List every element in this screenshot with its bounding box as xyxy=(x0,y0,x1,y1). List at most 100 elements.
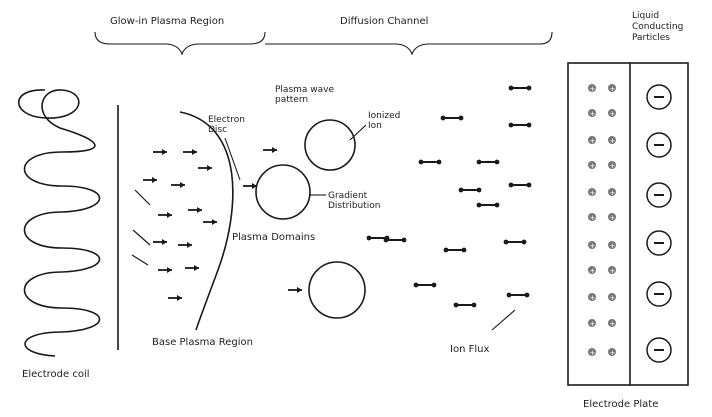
flux-arrow-head xyxy=(471,302,477,308)
flux-arrow-head xyxy=(436,159,442,165)
label-electrode-coil: Electrode coil xyxy=(22,369,90,380)
leader-arrow xyxy=(132,229,151,246)
label-ion-domains-1: Ionized xyxy=(368,111,400,121)
charge-dot xyxy=(588,188,596,196)
label-plasma-wave: Plasma wave pattern xyxy=(275,85,337,105)
coil-arrow-head xyxy=(167,212,172,218)
label-ion-domains: Ionized Ion xyxy=(368,111,403,131)
coil-arrow-head xyxy=(212,219,217,225)
flux-arrow-head xyxy=(401,237,407,243)
label-shock-zone-1: Gradient xyxy=(328,191,368,201)
charge-dot-sign: + xyxy=(590,137,596,145)
pointer-ion-flux xyxy=(491,309,516,331)
charge-dot-sign: + xyxy=(610,85,616,93)
coil-arrow-head xyxy=(194,265,199,271)
flux-arrow-head xyxy=(453,302,459,308)
coil-arrow-head xyxy=(187,242,192,248)
flux-arrow-head xyxy=(524,292,530,298)
charge-dot-sign: + xyxy=(610,242,616,250)
leader-arrow xyxy=(134,189,151,206)
label-electrode-plate: Electrode Plate xyxy=(583,399,658,410)
charge-dot-sign: + xyxy=(610,189,616,197)
coil-arrow-head xyxy=(152,177,157,183)
charge-dot xyxy=(588,319,596,327)
label-ion-domains-2: Ion xyxy=(368,121,382,131)
charge-dot-sign: + xyxy=(590,162,596,170)
plasma-disc-lower xyxy=(308,261,366,319)
flux-arrow-head xyxy=(526,85,532,91)
label-glow-zone: Glow-in Plasma Region xyxy=(110,16,224,27)
flux-arrow-head xyxy=(413,282,419,288)
charge-dot-sign: + xyxy=(590,320,596,328)
charge-dot xyxy=(588,161,596,169)
charge-dot xyxy=(608,136,616,144)
flux-arrow-head xyxy=(508,122,514,128)
charge-dot-sign: + xyxy=(590,267,596,275)
charge-dot xyxy=(588,266,596,274)
flux-arrow-head xyxy=(443,247,449,253)
charge-dot xyxy=(608,348,616,356)
coil-arrow-head xyxy=(162,239,167,245)
ion-circle xyxy=(646,182,672,208)
flux-arrow-head xyxy=(503,239,509,245)
charge-dot xyxy=(588,293,596,301)
ion-circle xyxy=(646,84,672,110)
ion-circle xyxy=(646,281,672,307)
label-shock-zone-2: Distribution xyxy=(328,201,381,211)
flux-arrow-head xyxy=(476,202,482,208)
flux-arrow-head xyxy=(506,292,512,298)
ion-circle xyxy=(646,230,672,256)
coil-arrow-head xyxy=(177,295,182,301)
flux-arrow-head xyxy=(476,187,482,193)
flux-arrow-head xyxy=(458,115,464,121)
brace-glow-zone xyxy=(94,31,266,56)
ion-column xyxy=(646,84,672,363)
charge-dot-sign: + xyxy=(610,214,616,222)
charge-dot-sign: + xyxy=(590,294,596,302)
flux-arrow-head xyxy=(476,159,482,165)
label-ionic-box-1: Liquid xyxy=(632,11,659,21)
label-plasma-wave-2: pattern xyxy=(275,95,308,105)
coil-arrow-head xyxy=(207,165,212,171)
flux-arrow-head xyxy=(494,159,500,165)
label-electron-disc-1: Electron xyxy=(208,115,245,125)
flux-arrow-head xyxy=(508,182,514,188)
charge-dot-sign: + xyxy=(610,267,616,275)
coil-arrow-head xyxy=(252,183,257,189)
coil-arrow-head xyxy=(272,147,277,153)
charge-dot xyxy=(608,266,616,274)
label-base-plasma: Base Plasma Region xyxy=(152,337,253,348)
flux-arrow-head xyxy=(494,202,500,208)
label-shock-zone: Gradient Distribution xyxy=(328,191,381,211)
charge-dot-sign: + xyxy=(610,110,616,118)
flux-arrows xyxy=(366,85,532,308)
label-ion-flux: Ion Flux xyxy=(450,344,489,355)
charge-dot xyxy=(588,84,596,92)
flux-arrow-head xyxy=(526,182,532,188)
charge-dot xyxy=(608,188,616,196)
charge-dot-sign: + xyxy=(610,162,616,170)
pointer-electron-disc xyxy=(224,137,241,181)
flux-arrow-head xyxy=(440,115,446,121)
electrode-plate xyxy=(567,62,689,386)
charge-dot xyxy=(588,136,596,144)
charge-dot-sign: + xyxy=(610,349,616,357)
charge-dot xyxy=(608,109,616,117)
flux-arrow-head xyxy=(521,239,527,245)
charge-dot xyxy=(588,109,596,117)
ion-circle xyxy=(646,132,672,158)
flux-arrow-head xyxy=(526,122,532,128)
ion-circle xyxy=(646,337,672,363)
plasma-disc-middle xyxy=(255,164,311,220)
plasma-disc-upper xyxy=(304,119,356,171)
coil-arrow-head xyxy=(192,149,197,155)
coil-arrow-head xyxy=(167,267,172,273)
charge-dot xyxy=(588,213,596,221)
charge-dot xyxy=(588,241,596,249)
pointer-ion-domains xyxy=(349,124,367,141)
charge-dot-sign: + xyxy=(610,320,616,328)
charge-dot xyxy=(608,293,616,301)
coil-arrow-head xyxy=(162,149,167,155)
